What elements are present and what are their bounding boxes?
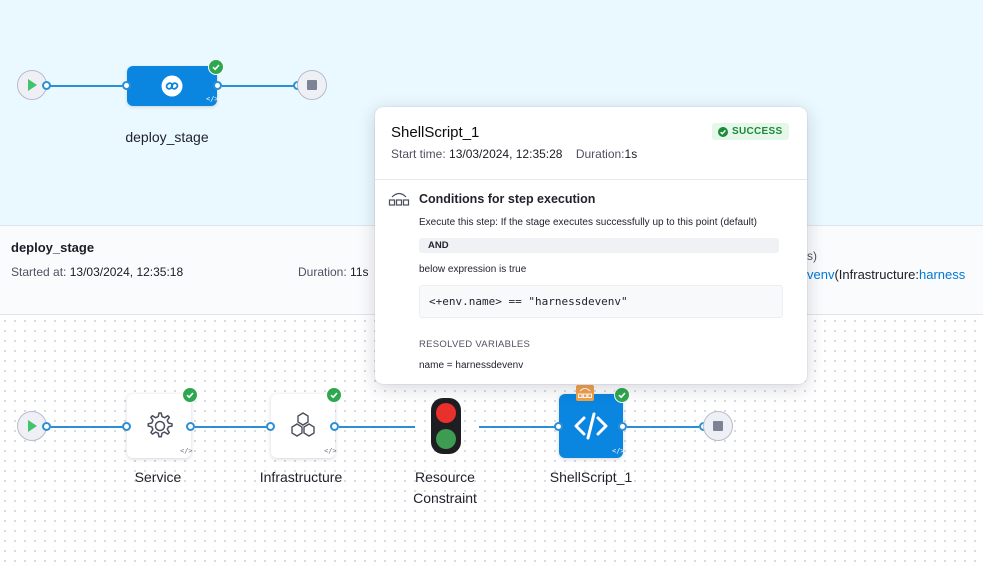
play-icon (28, 79, 37, 91)
popover-step-title: ShellScript_1 (391, 124, 480, 141)
pipeline-end-node[interactable] (297, 70, 327, 100)
node-port (122, 422, 131, 431)
step-edge (479, 426, 555, 428)
step-edge (339, 426, 415, 428)
resolved-variables-header: RESOLVED VARIABLES (419, 339, 531, 350)
yaml-code-icon: </> (180, 447, 193, 455)
deploy-stage-icon (161, 75, 183, 97)
success-check-icon (614, 387, 630, 403)
status-badge: SUCCESS (712, 123, 790, 140)
stage-name-label: deploy_stage (125, 129, 209, 145)
success-check-icon (718, 126, 728, 137)
execution-end-node[interactable] (703, 411, 733, 441)
node-port (266, 422, 275, 431)
code-icon (574, 412, 608, 440)
execute-condition: Execute this step: If the stage executes… (419, 217, 757, 228)
popover-timing: Start time: 13/03/2024, 12:35:28 Duratio… (391, 147, 638, 161)
node-port (554, 422, 563, 431)
step-label-line2: Constraint (413, 490, 477, 506)
stop-icon (713, 421, 723, 431)
step-label: Infrastructure (259, 469, 343, 485)
infrastructure-step-node[interactable]: </> (271, 394, 337, 458)
step-label: ShellScript_1 (549, 469, 633, 485)
success-check-icon (208, 59, 224, 75)
green-light-icon (436, 429, 456, 449)
service-step-node[interactable]: </> (127, 394, 193, 458)
gear-icon (147, 412, 173, 438)
infrastructure-link[interactable]: harness (919, 267, 966, 282)
stage-duration: Duration: 11s (298, 265, 369, 279)
shellscript-step-node[interactable]: </> (559, 394, 625, 458)
node-port (42, 81, 51, 90)
environment-link[interactable]: venv (807, 267, 835, 282)
stage-edge (47, 85, 127, 87)
divider (375, 179, 807, 180)
play-icon (28, 420, 37, 432)
step-edge (51, 426, 123, 428)
condition-expression: <+env.name> == "harnessdevenv" (419, 285, 783, 318)
started-at: Started at: 13/03/2024, 12:35:18 (11, 265, 184, 279)
red-light-icon (436, 403, 456, 423)
conditions-title: Conditions for step execution (419, 192, 596, 206)
step-edge (195, 426, 267, 428)
deploy-stage-node[interactable]: </> (127, 66, 219, 106)
conditional-execution-icon (576, 385, 594, 401)
node-port (122, 81, 131, 90)
node-port (213, 81, 222, 90)
stop-icon (307, 80, 317, 90)
yaml-code-icon: </> (206, 95, 219, 103)
step-details-popover: ShellScript_1 SUCCESS Start time: 13/03/… (375, 107, 807, 384)
and-operator: AND (419, 238, 779, 253)
node-port (186, 422, 195, 431)
conditional-execution-icon (388, 192, 410, 206)
resolved-variable: name = harnessdevenv (419, 360, 524, 371)
node-port (618, 422, 627, 431)
yaml-code-icon: </> (324, 447, 337, 455)
success-check-icon (326, 387, 342, 403)
yaml-code-icon: </> (612, 447, 625, 455)
step-label: Service (134, 469, 182, 485)
node-port (42, 422, 51, 431)
step-edge (627, 426, 699, 428)
step-label: Resource (415, 469, 475, 485)
stage-info-fragment: s) (807, 249, 817, 263)
execution-start-node[interactable] (17, 411, 47, 441)
node-port (330, 422, 339, 431)
success-check-icon (182, 387, 198, 403)
stage-info-title: deploy_stage (11, 240, 95, 255)
expression-condition: below expression is true (419, 264, 527, 275)
resource-constraint-node[interactable] (431, 398, 461, 454)
hexagons-icon (291, 412, 315, 437)
stage-env-infra: venv(Infrastructure:harness (807, 267, 966, 282)
stage-edge (222, 85, 294, 87)
